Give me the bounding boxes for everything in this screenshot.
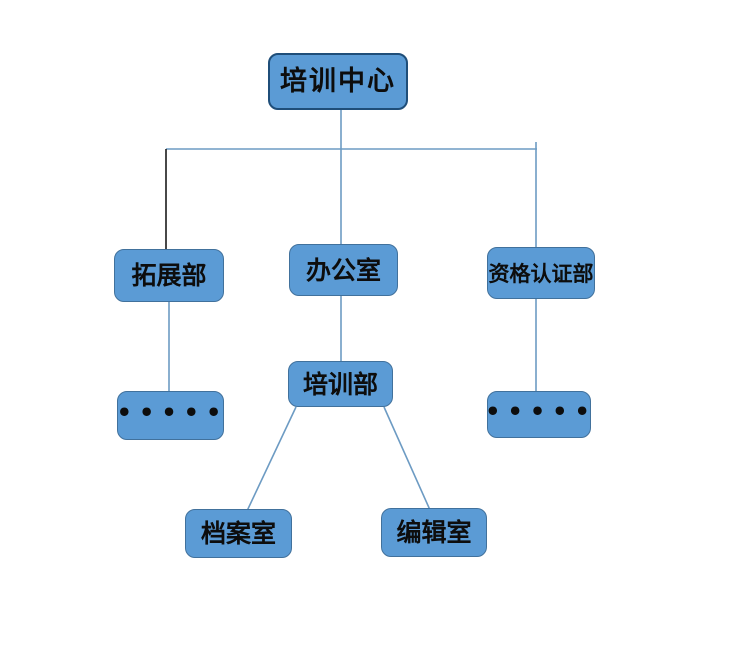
connector-training-to-editing bbox=[383, 406, 431, 511]
node-label-qualification-cert-dept: 资格认证部 bbox=[488, 260, 594, 286]
node-editing-room: 编辑室 bbox=[381, 508, 487, 557]
node-expansion-dept: 拓展部 bbox=[114, 249, 224, 302]
node-label-archive-room: 档案室 bbox=[200, 519, 276, 548]
node-label-office: 办公室 bbox=[305, 255, 381, 285]
node-label-editing-room: 编辑室 bbox=[396, 518, 472, 547]
node-left-ellipsis: ••••• bbox=[117, 391, 224, 440]
node-qualification-cert-dept: 资格认证部 bbox=[487, 247, 595, 299]
node-training-center: 培训中心 bbox=[268, 53, 408, 110]
node-archive-room: 档案室 bbox=[185, 509, 292, 558]
node-office: 办公室 bbox=[289, 244, 398, 296]
node-label-training-center: 培训中心 bbox=[280, 66, 396, 97]
node-training-dept: 培训部 bbox=[288, 361, 393, 407]
connector-training-to-archive bbox=[246, 406, 297, 512]
node-label-training-dept: 培训部 bbox=[302, 369, 378, 399]
ellipsis-dots: ••••• bbox=[485, 396, 597, 426]
node-label-expansion-dept: 拓展部 bbox=[131, 261, 207, 290]
ellipsis-dots: ••••• bbox=[116, 397, 229, 427]
node-right-ellipsis: ••••• bbox=[485, 391, 591, 438]
